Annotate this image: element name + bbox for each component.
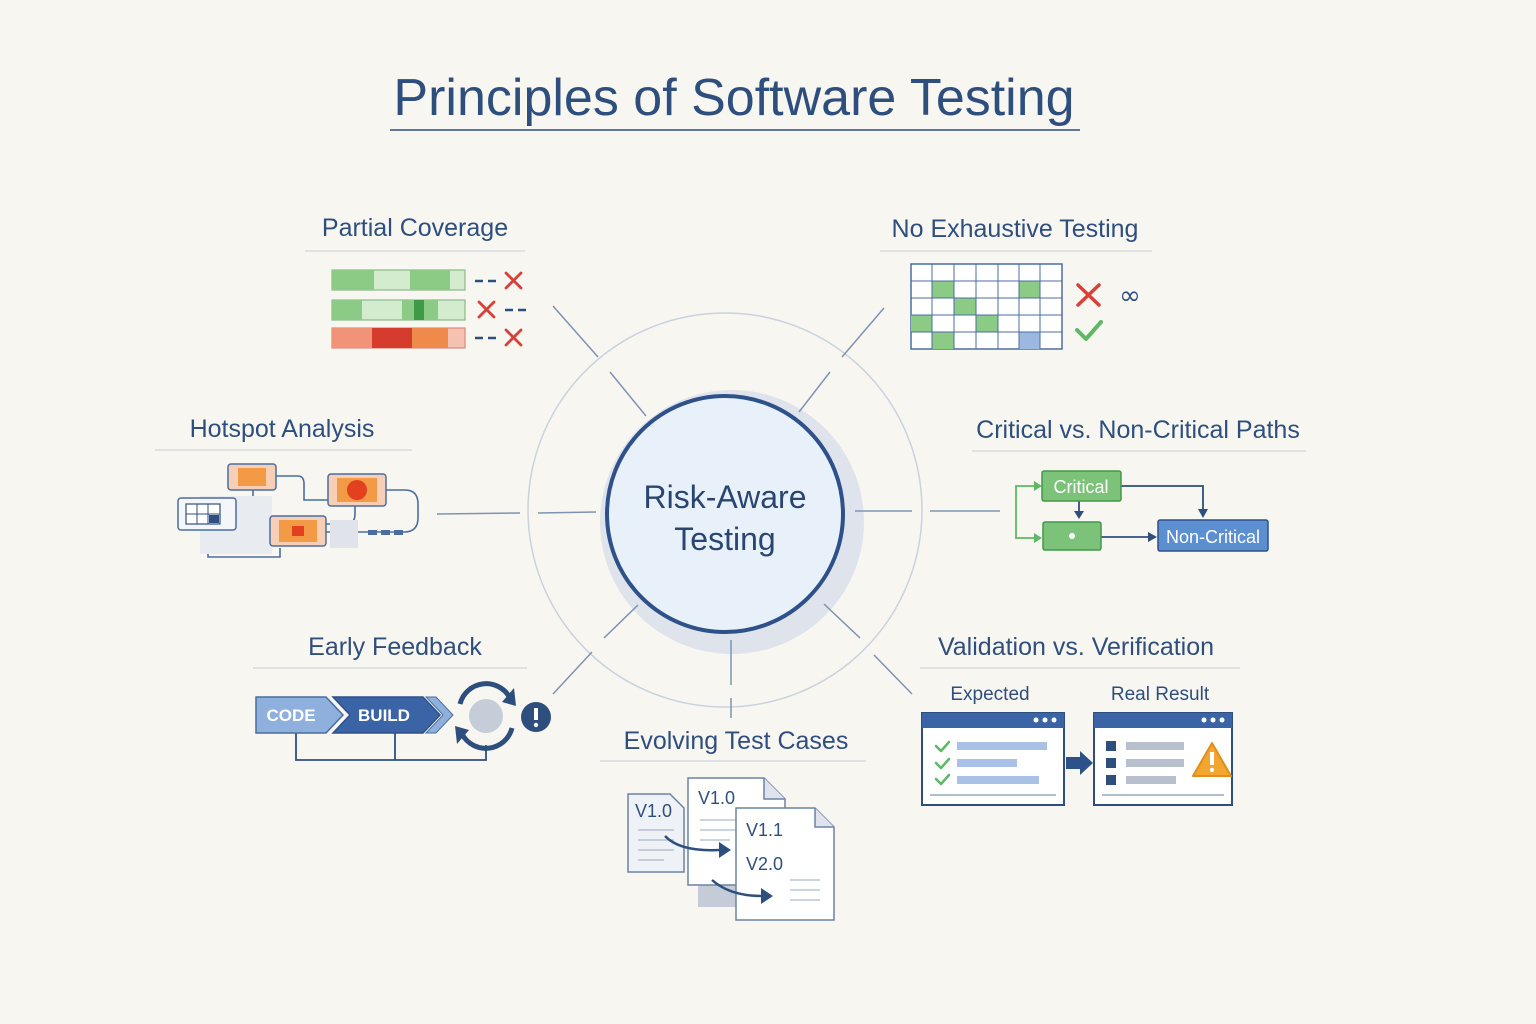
- feedback-loop-line: [295, 733, 487, 761]
- critical-node-label: Critical: [1053, 477, 1108, 497]
- expected-label: Expected: [950, 684, 1029, 705]
- early-feedback-heading: Early Feedback: [308, 633, 482, 661]
- hotspot-analysis: Hotspot Analysis: [155, 415, 419, 558]
- coverage-bar-1: [331, 269, 466, 291]
- green-check-icon: [1075, 320, 1103, 341]
- version-label-1: V1.0: [635, 801, 672, 821]
- noncritical-node-label: Non-Critical: [1166, 527, 1260, 547]
- hotspot-node-3: [269, 515, 327, 547]
- version-label-2: V1.0: [698, 788, 735, 808]
- document-v1-0-back: V1.0: [627, 793, 685, 873]
- red-x-icon: [1076, 283, 1101, 307]
- critical-node: Critical: [1041, 470, 1122, 502]
- intermediate-node: [1042, 521, 1102, 551]
- hotspot-node-2: [327, 473, 387, 507]
- no-exhaustive-heading: No Exhaustive Testing: [892, 215, 1139, 243]
- page-title: Principles of Software Testing: [393, 69, 1074, 127]
- arrow-heads: [1034, 481, 1208, 543]
- alert-icon: [521, 702, 551, 732]
- path-lines: [1015, 485, 1204, 539]
- table-icon: [177, 497, 237, 531]
- spokes: [436, 305, 1000, 718]
- hotspot-node-1: [227, 463, 277, 491]
- document-v1-1-v2-0: V1.1 V2.0: [735, 807, 835, 921]
- version-label-3: V1.1: [746, 820, 783, 840]
- evolving-test-cases: Evolving Test Cases V1.0 V1.0 V1.1 V2.0: [600, 727, 866, 921]
- x-mark-icon: [477, 271, 523, 347]
- hotspot-heading: Hotspot Analysis: [190, 415, 375, 443]
- critical-paths-heading: Critical vs. Non-Critical Paths: [976, 416, 1300, 444]
- build-stage: BUILD: [331, 696, 454, 734]
- validation-heading: Validation vs. Verification: [938, 633, 1214, 661]
- version-arrows: [664, 835, 763, 898]
- expected-window: [921, 712, 1065, 806]
- hotspot-dash-trail: [368, 530, 403, 535]
- real-result-window: [1093, 712, 1233, 806]
- version-label-4: V2.0: [746, 854, 783, 874]
- warning-icon: [1192, 742, 1232, 777]
- real-result-label: Real Result: [1111, 684, 1210, 705]
- no-exhaustive-testing: No Exhaustive Testing ∞: [880, 215, 1152, 350]
- noncritical-node: Non-Critical: [1157, 519, 1269, 552]
- evolving-heading: Evolving Test Cases: [624, 727, 849, 755]
- coverage-bar-2: [331, 299, 466, 321]
- code-stage: CODE: [255, 696, 345, 734]
- test-grid: [910, 263, 1063, 350]
- hub-circle: [605, 394, 845, 634]
- validation-verification: Validation vs. Verification Expected Rea…: [920, 633, 1240, 806]
- refresh-cycle-icon: [455, 681, 516, 751]
- hub-label-line1: Risk-Aware: [644, 479, 807, 515]
- critical-paths: Critical vs. Non-Critical Paths Critical…: [972, 416, 1306, 552]
- partial-coverage: Partial Coverage: [305, 214, 526, 349]
- early-feedback: Early Feedback CODE BUILD: [253, 633, 551, 761]
- hub-label-line2: Testing: [674, 521, 775, 557]
- code-label: CODE: [266, 706, 315, 725]
- infinity-icon: ∞: [1119, 281, 1141, 311]
- coverage-bar-3: [331, 327, 466, 349]
- dash-marks: [475, 279, 526, 340]
- central-hub: Risk-Aware Testing: [527, 312, 923, 708]
- comparison-arrow: [1066, 751, 1093, 775]
- partial-coverage-heading: Partial Coverage: [322, 214, 508, 242]
- build-label: BUILD: [358, 706, 410, 725]
- outer-ring: [527, 312, 923, 708]
